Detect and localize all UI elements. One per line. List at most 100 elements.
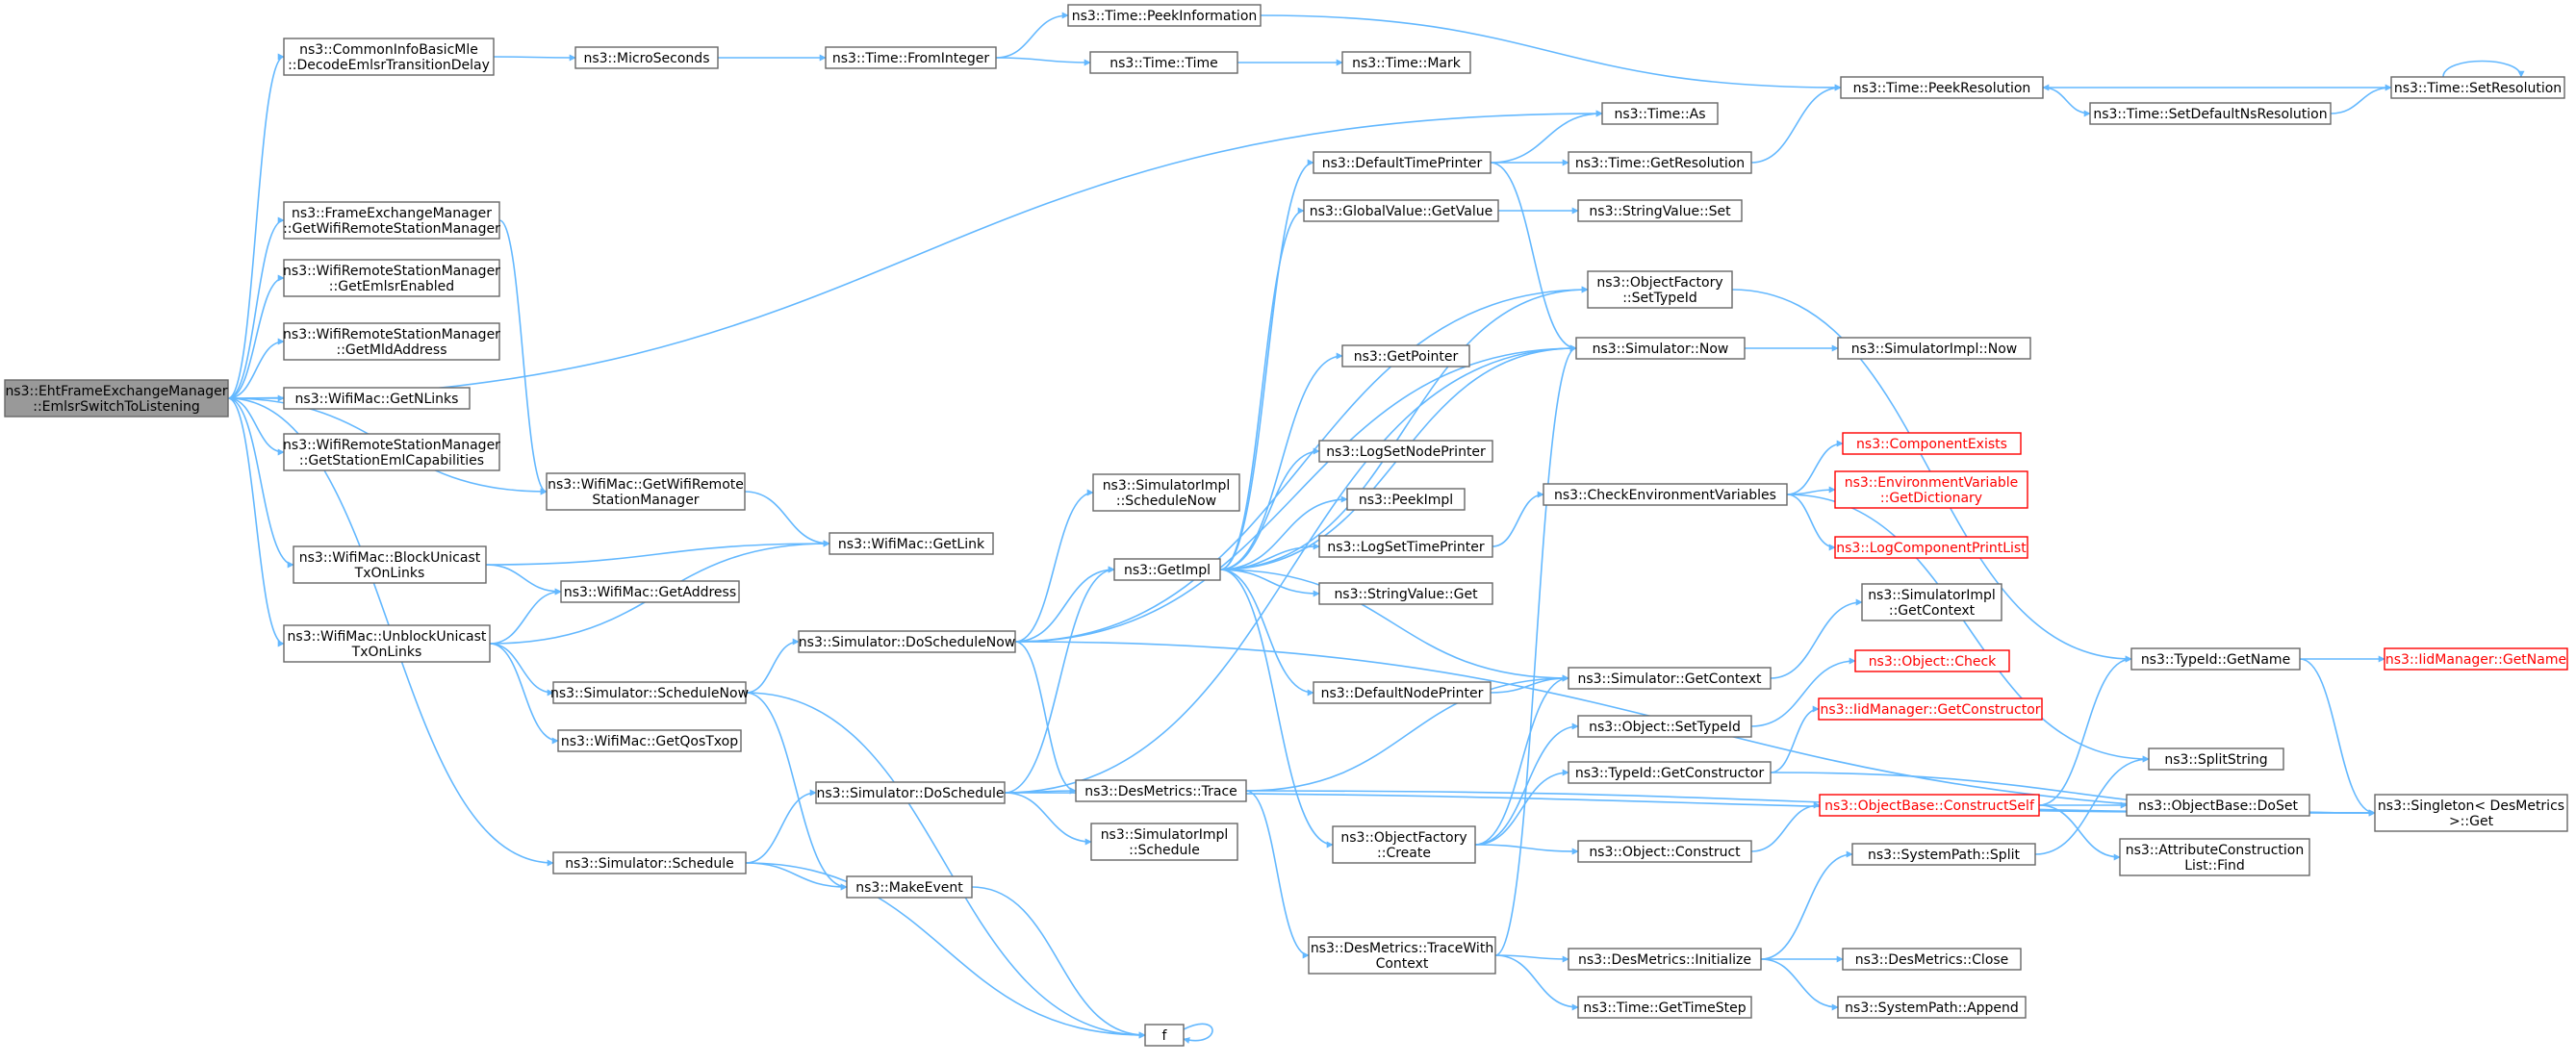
- node-macGetWrsm[interactable]: ns3::WifiMac::GetWifiRemoteStationManage…: [546, 472, 746, 511]
- node-box: [1818, 697, 2043, 721]
- node-doScheduleNow[interactable]: ns3::Simulator::DoScheduleNow: [798, 630, 1016, 653]
- edge-root-to-decodeEmlsr: [227, 53, 285, 399]
- node-implGetContext[interactable]: ns3::SimulatorImpl::GetContext: [1861, 583, 2002, 621]
- node-label: ns3::DesMetrics::TraceWith: [1311, 941, 1493, 956]
- node-implNow[interactable]: ns3::SimulatorImpl::Now: [1837, 337, 2031, 360]
- node-envGetDict[interactable]: ns3::EnvironmentVariable::GetDictionary: [1834, 470, 2028, 509]
- node-makeEvent[interactable]: ns3::MakeEvent: [846, 875, 973, 899]
- node-schedule[interactable]: ns3::Simulator::Schedule: [552, 851, 747, 874]
- node-label: ns3::Time::As: [1614, 107, 1705, 122]
- edge-getImpl-to-peekImpl: [1219, 495, 1348, 570]
- node-setDefaultNsRes[interactable]: ns3::Time::SetDefaultNsResolution: [2089, 102, 2332, 125]
- node-splitString[interactable]: ns3::SplitString: [2148, 747, 2284, 771]
- node-label: ns3::WifiMac::GetNLinks: [295, 392, 459, 407]
- node-box: [1840, 76, 2044, 99]
- node-label: ns3::Time::GetTimeStep: [1583, 1001, 1746, 1016]
- node-getNLinks[interactable]: ns3::WifiMac::GetNLinks: [283, 387, 471, 410]
- node-label: ns3::StringValue::Set: [1589, 204, 1731, 219]
- node-logSetTimePrinter[interactable]: ns3::LogSetTimePrinter: [1318, 535, 1493, 558]
- node-timeTime[interactable]: ns3::Time::Time: [1089, 51, 1238, 74]
- edge-doScheduleNow-to-getImpl: [1014, 566, 1115, 643]
- node-peekImpl[interactable]: ns3::PeekImpl: [1346, 488, 1466, 511]
- node-doSchedule[interactable]: ns3::Simulator::DoSchedule: [815, 781, 1006, 804]
- node-box: [1834, 470, 2028, 509]
- node-microSeconds[interactable]: ns3::MicroSeconds: [574, 46, 719, 69]
- node-getAddress[interactable]: ns3::WifiMac::GetAddress: [560, 580, 740, 603]
- node-label: ns3::SystemPath::Split: [1868, 848, 2020, 863]
- edge-decodeEmlsr-to-microSeconds: [493, 54, 576, 62]
- node-getImpl[interactable]: ns3::GetImpl: [1113, 558, 1221, 581]
- node-implScheduleNow[interactable]: ns3::SimulatorImpl::ScheduleNow: [1092, 473, 1240, 512]
- node-checkEnv[interactable]: ns3::CheckEnvironmentVariables: [1543, 483, 1788, 506]
- node-box: [1075, 779, 1247, 802]
- node-objConstruct[interactable]: ns3::Object::Construct: [1577, 840, 1752, 863]
- node-typeIdGetCtor[interactable]: ns3::TypeId::GetConstructor: [1568, 761, 1772, 784]
- node-getTimeStep[interactable]: ns3::Time::GetTimeStep: [1577, 996, 1752, 1019]
- node-getPointer[interactable]: ns3::GetPointer: [1341, 344, 1470, 367]
- node-root[interactable]: ns3::EhtFrameExchangeManager::EmlsrSwitc…: [4, 379, 229, 418]
- node-label: ns3::SplitString: [2164, 752, 2267, 768]
- edge-peekInformation-to-peekResolution: [1260, 14, 1842, 91]
- node-typeIdGetName[interactable]: ns3::TypeId::GetName: [2130, 647, 2301, 671]
- node-getResolution[interactable]: ns3::Time::GetResolution: [1568, 151, 1752, 174]
- node-simGetContext[interactable]: ns3::Simulator::GetContext: [1568, 667, 1772, 690]
- node-logSetNodePrinter[interactable]: ns3::LogSetNodePrinter: [1318, 440, 1493, 463]
- edge-doScheduleNow-to-implScheduleNow: [1014, 489, 1094, 643]
- node-getStationEml[interactable]: ns3::WifiRemoteStationManager::GetStatio…: [283, 433, 500, 471]
- node-logCompPrint[interactable]: ns3::LogComponentPrintList: [1834, 536, 2028, 559]
- node-implSchedule[interactable]: ns3::SimulatorImpl::Schedule: [1090, 823, 1238, 861]
- node-defaultTimePrinter[interactable]: ns3::DefaultTimePrinter: [1313, 151, 1492, 174]
- node-decodeEmlsr[interactable]: ns3::CommonInfoBasicMle::DecodeEmlsrTran…: [283, 38, 495, 76]
- node-label: List::Find: [2184, 858, 2245, 874]
- node-ofCreate[interactable]: ns3::ObjectFactory::Create: [1332, 825, 1476, 864]
- node-constructSelf[interactable]: ns3::ObjectBase::ConstructSelf: [1819, 794, 2040, 817]
- node-gvGetValue[interactable]: ns3::GlobalValue::GetValue: [1303, 199, 1499, 222]
- node-f[interactable]: f: [1144, 1024, 1185, 1047]
- node-setResolution[interactable]: ns3::Time::SetResolution: [2390, 76, 2565, 99]
- node-doSet[interactable]: ns3::ObjectBase::DoSet: [2126, 794, 2310, 817]
- node-getEmlsrEnabled[interactable]: ns3::WifiRemoteStationManager::GetEmlsrE…: [283, 259, 500, 297]
- node-componentExists[interactable]: ns3::ComponentExists: [1842, 432, 2022, 455]
- node-label: ::EmlsrSwitchToListening: [33, 399, 200, 415]
- node-label: ns3::WifiRemoteStationManager: [283, 438, 500, 453]
- node-scheduleNow[interactable]: ns3::Simulator::ScheduleNow: [550, 681, 749, 704]
- node-singletonGet[interactable]: ns3::Singleton< DesMetrics >::Get: [2374, 794, 2568, 832]
- node-label: ::GetContext: [1889, 603, 1976, 619]
- node-desTrace[interactable]: ns3::DesMetrics::Trace: [1075, 779, 1247, 802]
- node-fxmGetWrsm[interactable]: ns3::FrameExchangeManager::GetWifiRemote…: [283, 201, 500, 240]
- node-desInitialize[interactable]: ns3::DesMetrics::Initialize: [1568, 948, 1762, 971]
- node-timeMark[interactable]: ns3::Time::Mark: [1341, 51, 1471, 74]
- edge-simGetContext-to-implGetContext: [1770, 598, 1863, 679]
- node-fromInteger[interactable]: ns3::Time::FromInteger: [825, 46, 997, 69]
- node-objCheck[interactable]: ns3::Object::Check: [1854, 649, 2010, 672]
- node-box: [1854, 649, 2010, 672]
- node-svGet[interactable]: ns3::StringValue::Get: [1318, 582, 1493, 605]
- node-getQosTxop[interactable]: ns3::WifiMac::GetQosTxop: [557, 729, 742, 752]
- node-peekInformation[interactable]: ns3::Time::PeekInformation: [1067, 4, 1262, 27]
- node-svSet[interactable]: ns3::StringValue::Set: [1577, 199, 1743, 222]
- node-iidGetCtor[interactable]: ns3::IidManager::GetConstructor: [1818, 697, 2043, 721]
- node-box: [1568, 667, 1772, 690]
- node-peekResolution[interactable]: ns3::Time::PeekResolution: [1840, 76, 2044, 99]
- node-box: [1067, 4, 1262, 27]
- edge-doScheduleNow-to-desTrace: [1014, 641, 1077, 795]
- node-defaultNodePrinter[interactable]: ns3::DefaultNodePrinter: [1313, 681, 1492, 704]
- node-timeAs[interactable]: ns3::Time::As: [1601, 102, 1719, 125]
- node-label: ns3::Time::GetResolution: [1575, 156, 1745, 171]
- node-desClose[interactable]: ns3::DesMetrics::Close: [1842, 948, 2022, 971]
- node-simNow[interactable]: ns3::Simulator::Now: [1575, 337, 1746, 360]
- node-sysSplit[interactable]: ns3::SystemPath::Split: [1851, 843, 2036, 866]
- node-ofSetTypeId[interactable]: ns3::ObjectFactory::SetTypeId: [1587, 270, 1733, 309]
- edge-root-to-timeAs: [227, 110, 1603, 399]
- node-objSetTypeId[interactable]: ns3::Object::SetTypeId: [1577, 715, 1752, 738]
- node-getLink[interactable]: ns3::WifiMac::GetLink: [829, 532, 994, 555]
- node-iidGetName[interactable]: ns3::IidManager::GetName: [2384, 647, 2568, 671]
- node-label: ns3::Time::PeekResolution: [1853, 81, 2031, 96]
- node-sysAppend[interactable]: ns3::SystemPath::Append: [1837, 996, 2027, 1019]
- edge-doSchedule-to-singletonGet: [1004, 792, 2376, 817]
- node-getMldAddress[interactable]: ns3::WifiRemoteStationManager::GetMldAdd…: [283, 322, 500, 361]
